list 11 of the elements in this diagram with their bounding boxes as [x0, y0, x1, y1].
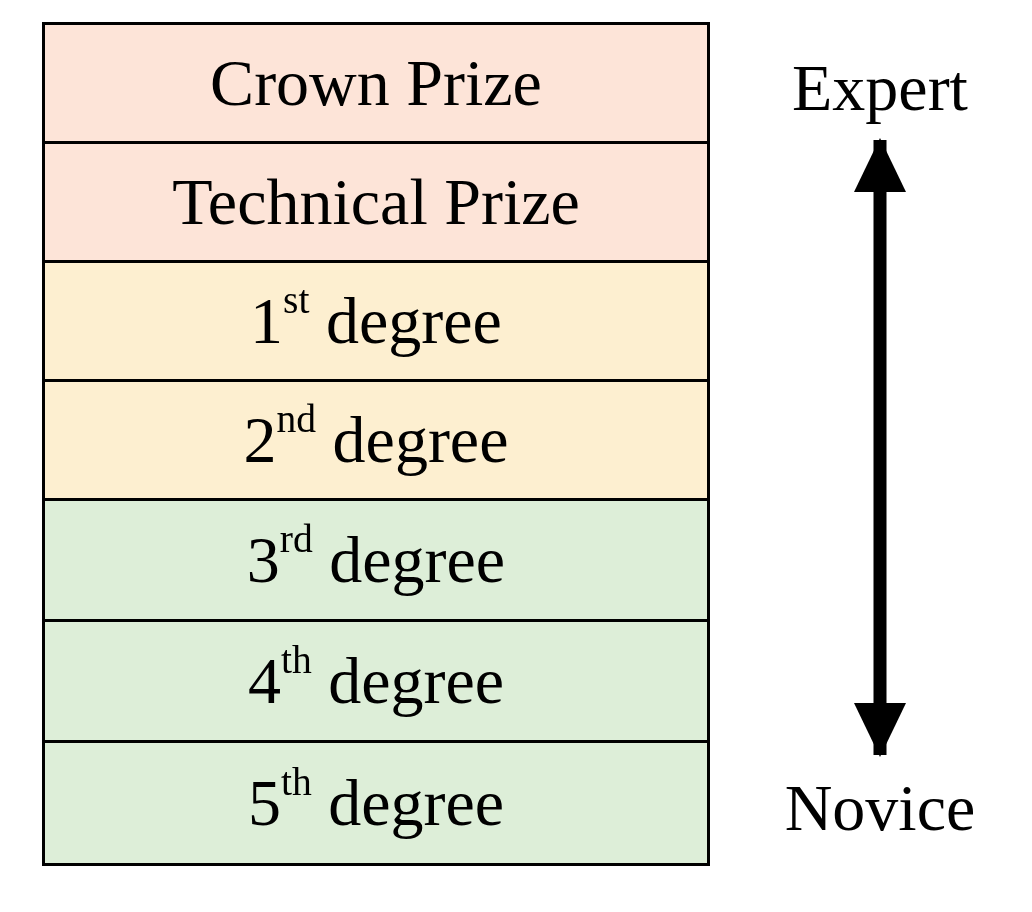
level-label: Crown Prize [210, 50, 542, 116]
double-headed-arrow [854, 138, 906, 757]
level-box [42, 619, 710, 743]
level-box [42, 498, 710, 622]
level-box [42, 379, 710, 501]
level-box [42, 22, 710, 144]
scale-label: Novice [784, 774, 976, 841]
level-label: Technical Prize [172, 169, 580, 235]
level-box [42, 260, 710, 382]
level-box [42, 740, 710, 866]
level-box [42, 141, 710, 263]
